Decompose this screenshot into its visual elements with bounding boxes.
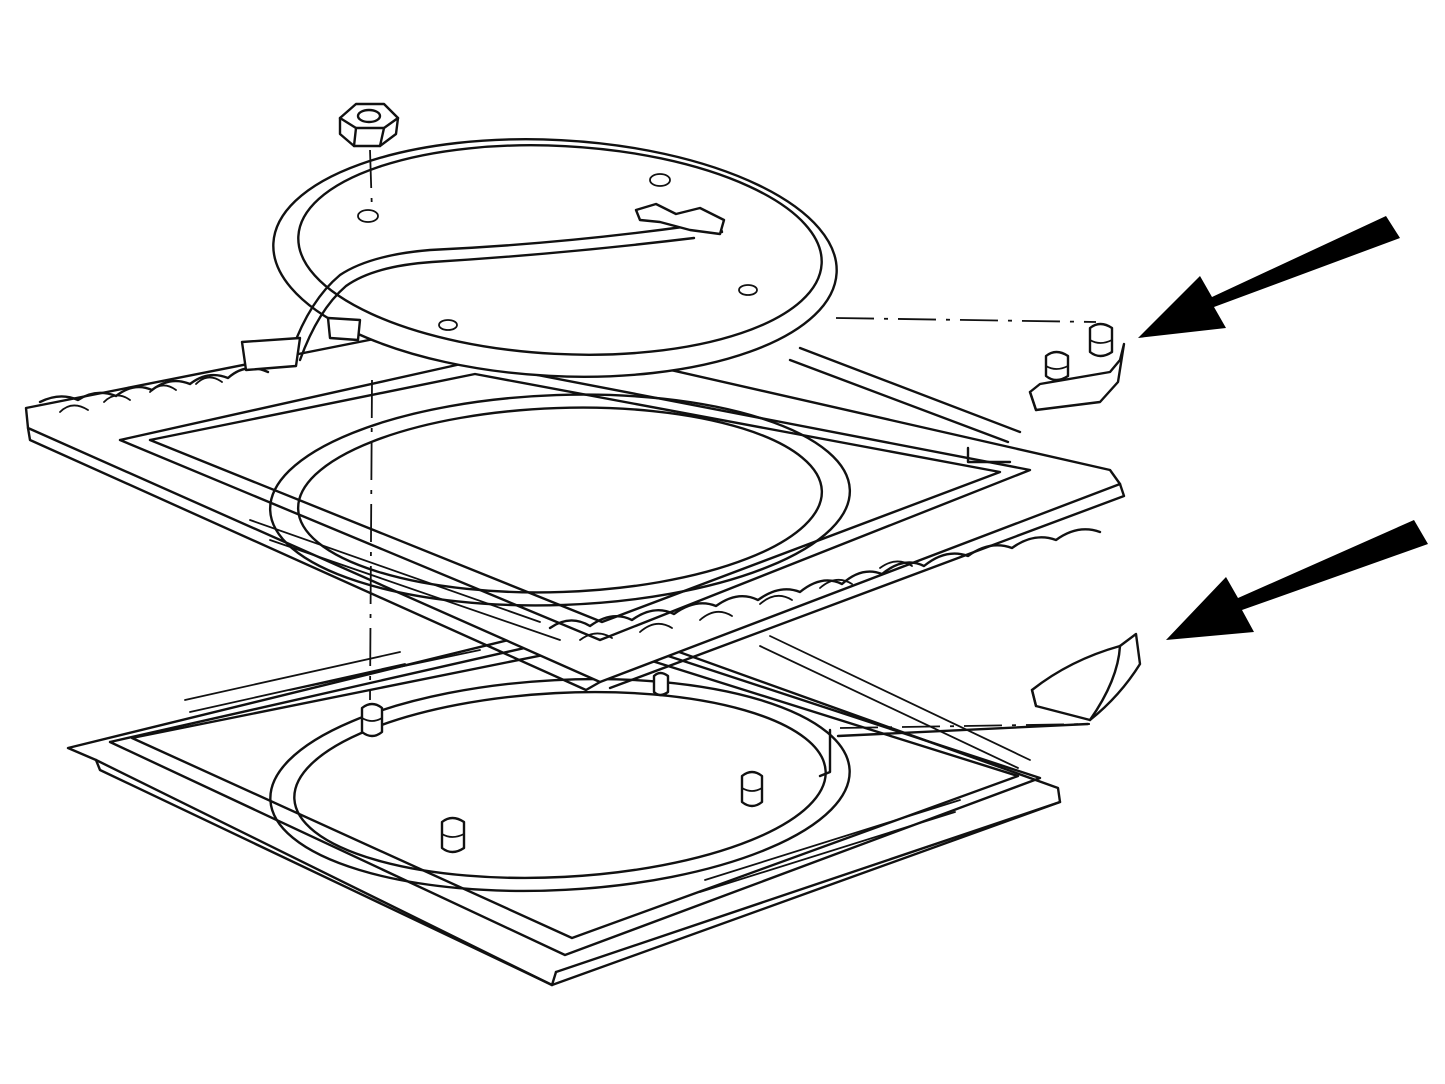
lower-stud <box>440 816 466 854</box>
middle-frame-panel <box>24 320 1126 692</box>
lower-stud <box>652 671 670 697</box>
hex-nut <box>338 102 400 148</box>
lower-spacer-block <box>1030 632 1142 722</box>
lower-stud <box>360 702 384 738</box>
upper-spacer-block <box>1028 322 1126 412</box>
lower-stud <box>740 770 764 808</box>
alignment-lines <box>369 149 1097 729</box>
upper-arrow <box>1138 216 1400 338</box>
lower-base-panel <box>66 618 1090 987</box>
upper-round-plate <box>240 138 838 378</box>
lower-arrow <box>1166 520 1428 640</box>
